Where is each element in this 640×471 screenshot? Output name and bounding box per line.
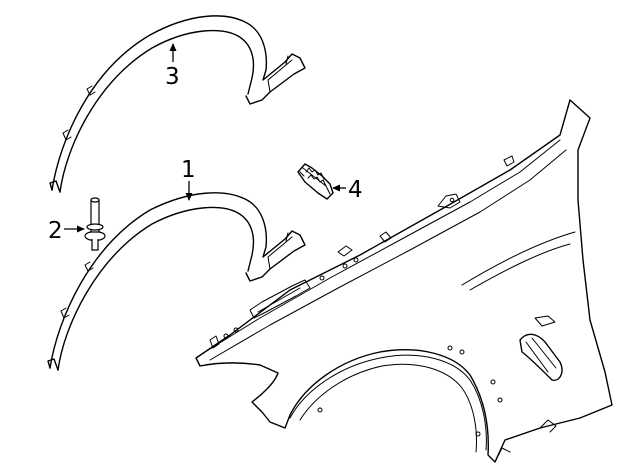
callout-4-label: 4 xyxy=(348,177,363,203)
push-clip[interactable] xyxy=(84,197,106,251)
callout-2: 2 xyxy=(48,218,85,244)
callout-2-label: 2 xyxy=(48,218,63,244)
wheel-arch-moulding-upper[interactable] xyxy=(49,15,306,193)
callout-3: 3 xyxy=(165,43,180,90)
callout-1-label: 1 xyxy=(181,157,196,183)
callout-4: 4 xyxy=(332,177,363,203)
bracket[interactable] xyxy=(297,163,334,200)
callout-1: 1 xyxy=(181,157,196,201)
front-fender[interactable] xyxy=(195,99,613,463)
wheel-arch-moulding[interactable] xyxy=(47,192,306,371)
callout-3-label: 3 xyxy=(165,64,180,90)
